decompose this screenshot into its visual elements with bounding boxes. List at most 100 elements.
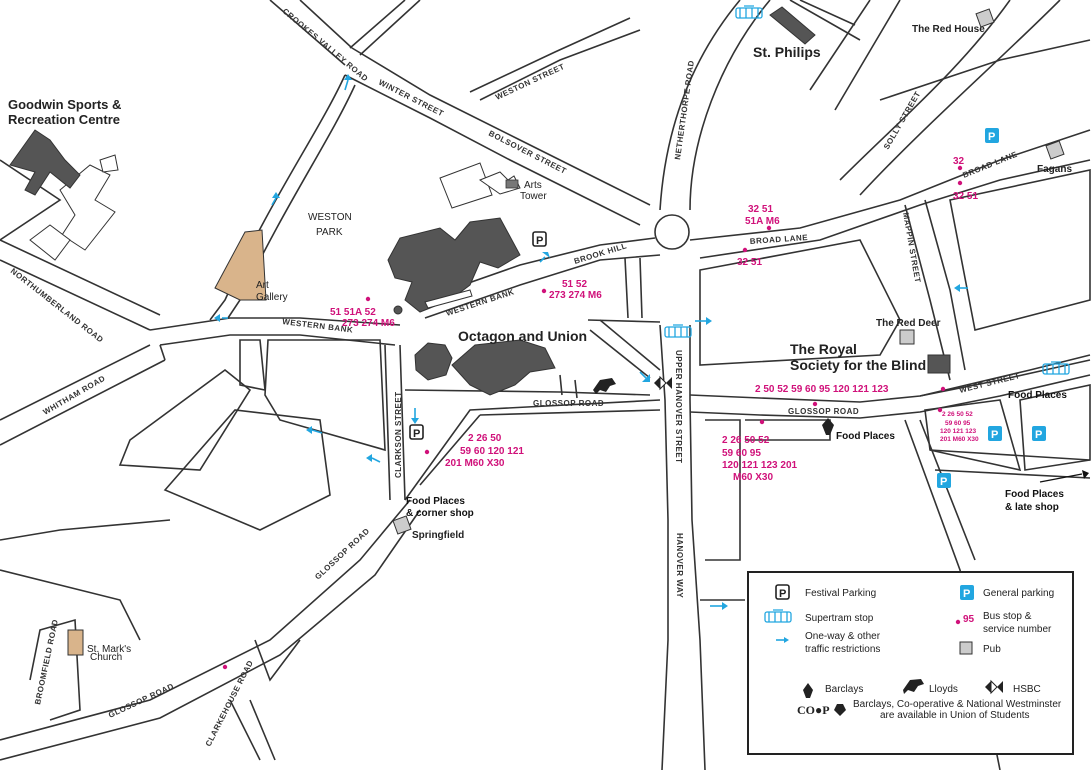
- octagon-building: [414, 342, 453, 381]
- legend-festival-parking: Festival Parking: [805, 588, 876, 599]
- svg-text:P: P: [991, 429, 998, 441]
- bus-stop-dot: [759, 419, 765, 425]
- supertram-icon: [1042, 361, 1070, 375]
- bus-stop-label: 51A M6: [745, 216, 780, 227]
- bus-stop-dot: [957, 180, 963, 186]
- one-way-arrows: [214, 74, 968, 610]
- bus-stop-dot: [424, 449, 430, 455]
- royal-society-label: The Royal: [790, 341, 857, 357]
- bus-stop-dot: [940, 386, 946, 392]
- art-gallery-label: Art: [256, 280, 269, 291]
- bus-stop-label: 51 52: [562, 279, 587, 290]
- food-places-label: Food Places: [836, 431, 895, 442]
- st-marks-church: [67, 629, 84, 656]
- oneway-arrow: [344, 74, 352, 91]
- bus-stop-label: 51 51A 52: [330, 307, 376, 318]
- weston-park-label: WESTON: [308, 212, 352, 223]
- bus-stop-label: 201 M60 X30: [940, 436, 979, 443]
- bus-stop-label: 201 M60 X30: [445, 458, 505, 469]
- svg-text:P: P: [940, 476, 947, 488]
- general-parking-icon: P: [988, 426, 1002, 441]
- place-labels: Goodwin Sports & Recreation Centre WESTO…: [8, 24, 1089, 663]
- street-label: GLOSSOP ROAD: [788, 407, 859, 416]
- street-label: CLARKSON STREET: [394, 391, 403, 478]
- street-label: BROAD LANE: [750, 233, 809, 246]
- hsbc-icon: [985, 679, 1003, 695]
- bus-stop-label: 273 274 M6: [342, 318, 395, 329]
- bus-stop-label: 2 50 52 59 60 95 120 121 123: [755, 384, 889, 395]
- bus-stop-dots: [222, 165, 963, 670]
- bus-stop-label: 32 51: [953, 191, 978, 202]
- legend-box: [747, 571, 1074, 755]
- springfield-label: Springfield: [412, 530, 464, 541]
- royal-society-building: [927, 354, 951, 374]
- natwest-icon: [834, 704, 846, 716]
- bus-stop-label: 273 274 M6: [549, 290, 602, 301]
- springfield-pub: [392, 515, 412, 535]
- goodwin-label: Recreation Centre: [8, 112, 120, 127]
- red-deer-label: The Red Deer: [876, 318, 941, 329]
- legend-oneway: One-way & other: [805, 631, 881, 642]
- fagans-pub: [1045, 140, 1065, 160]
- supertram-icon: [735, 5, 763, 19]
- red-deer-pub: [899, 329, 915, 345]
- oneway-arrow-icon: [776, 637, 789, 643]
- oneway-arrow: [271, 192, 280, 206]
- lloyds-horse-icon: [903, 679, 924, 694]
- oneway-arrow: [710, 602, 728, 610]
- legend-oneway: traffic restrictions: [805, 644, 880, 655]
- street-label: CROOKES VALLEY ROAD: [281, 7, 370, 84]
- food-places-label: Food Places: [1008, 390, 1067, 401]
- bus-stop-label: 32 51: [737, 257, 762, 268]
- street-label: GLOSSOP ROAD: [313, 526, 371, 581]
- red-house-label: The Red House: [912, 24, 985, 35]
- legend-atm: Barclays, Co-operative & National Westmi…: [853, 699, 1062, 710]
- arts-tower-label: Tower: [520, 191, 547, 202]
- svg-text:P: P: [413, 428, 420, 440]
- university-main-building: [387, 217, 521, 313]
- svg-text:P: P: [1035, 429, 1042, 441]
- oneway-arrow: [695, 317, 712, 325]
- oneway-arrow: [411, 408, 419, 424]
- bus-stop-label: 59 60 95: [945, 420, 971, 427]
- buildings: [9, 6, 1065, 656]
- street-label: SOLLY STREET: [882, 90, 923, 151]
- bus-stop-label: 120 121 123: [940, 428, 977, 435]
- legend-bus-stop: Bus stop &: [983, 611, 1032, 622]
- bus-stop-dot: [957, 165, 963, 171]
- street-label: BROAD LANE: [961, 150, 1019, 180]
- street-label: BROOMFIELD ROAD: [33, 618, 60, 705]
- bus-stop-label: 32: [953, 156, 965, 167]
- bus-stop-label: 2 26 50 52: [942, 411, 973, 418]
- legend-general-parking: General parking: [983, 588, 1054, 599]
- bus-numbers: 51 51A 52 273 274 M6 51 52 273 274 M6 32…: [330, 156, 979, 483]
- bus-stop-label: M60 X30: [733, 472, 773, 483]
- street-label: HANOVER WAY: [675, 533, 684, 598]
- festival-parking-icon: P: [775, 584, 790, 600]
- bus-stop-dot: [222, 664, 228, 670]
- hsbc-icon: [654, 375, 672, 391]
- legend-lloyds: Lloyds: [929, 684, 958, 695]
- food-places-label: & corner shop: [406, 508, 474, 519]
- union-building: [451, 339, 556, 396]
- street-label: WESTON STREET: [494, 62, 566, 102]
- oneway-arrow: [366, 454, 381, 463]
- pub-icon: [959, 641, 973, 655]
- street-label: NORTHUMBERLAND ROAD: [9, 266, 105, 344]
- bus-stop-label: 120 121 123 201: [722, 460, 798, 471]
- bus-stop-dot: [541, 288, 547, 294]
- barclays-eagle-icon: [822, 418, 834, 435]
- legend-supertram: Supertram stop: [805, 613, 874, 624]
- street-label: GLOSSOP ROAD: [107, 682, 175, 720]
- legend-pub: Pub: [983, 644, 1001, 655]
- legend-hsbc: HSBC: [1013, 684, 1041, 695]
- map-legend: P Festival Parking P General parking Sup…: [747, 571, 1074, 755]
- legend-bus-stop: service number: [983, 624, 1052, 635]
- lloyds-horse-icon: [593, 378, 616, 394]
- general-parking-icon: P: [960, 585, 974, 600]
- street-label: UPPER HANOVER STREET: [674, 350, 683, 464]
- red-house-pub: [975, 8, 995, 28]
- oneway-arrow: [539, 252, 550, 263]
- st-marks-label: St. Mark's: [87, 644, 131, 655]
